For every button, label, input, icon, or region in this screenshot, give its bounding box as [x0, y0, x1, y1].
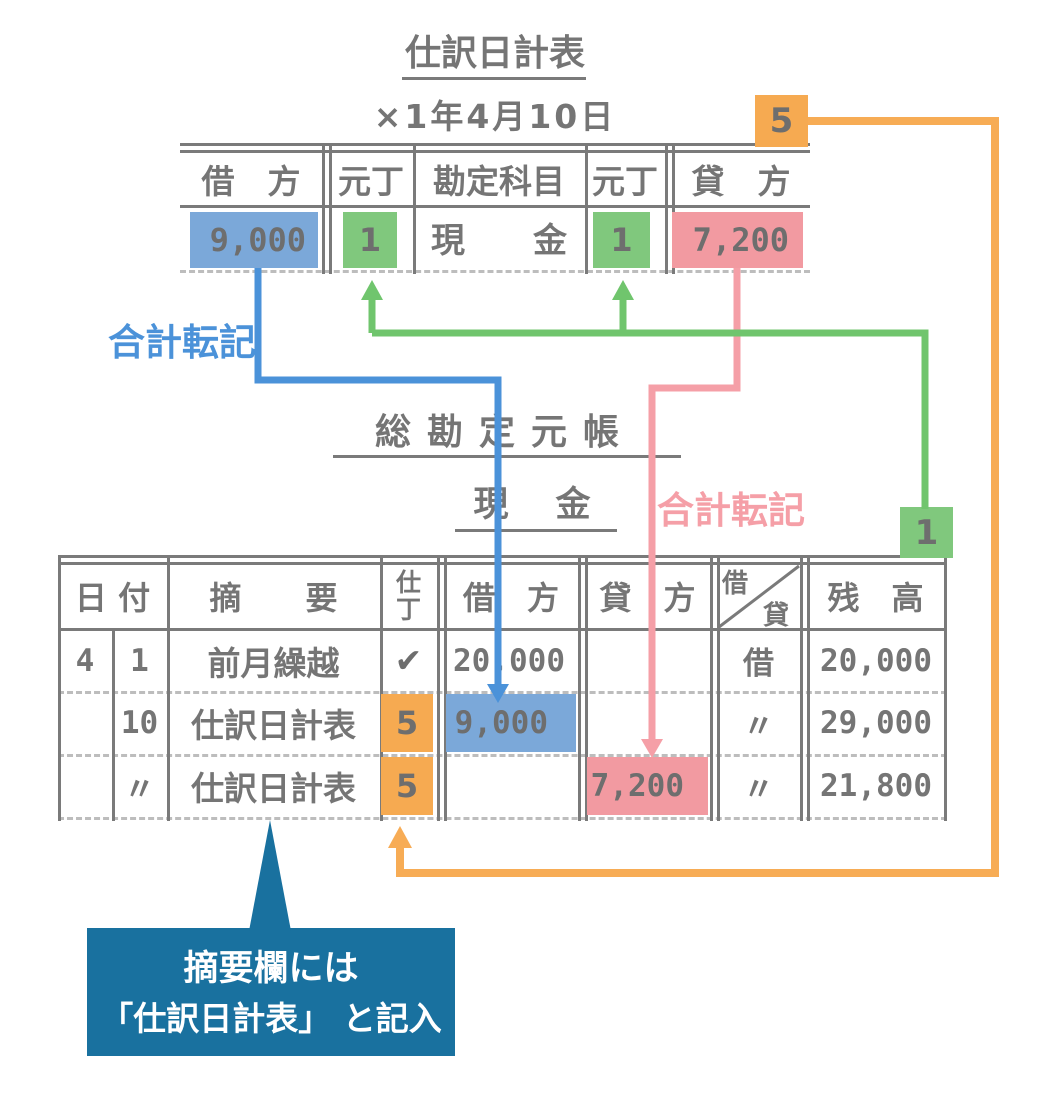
ledger-row-memo: 前月繰越	[207, 643, 340, 683]
journal-title-underline	[402, 77, 586, 80]
h-line	[58, 562, 947, 565]
ledger-row-ref-journal-page-cell: 5	[381, 757, 433, 815]
ledger-row-day: 〃	[124, 771, 155, 808]
h-line	[180, 143, 810, 146]
ledger-row-ref-journal-page-cell: 5	[381, 694, 433, 752]
ledger-row-dc: 〃	[743, 771, 774, 808]
v-line	[710, 555, 713, 821]
journal-page-badge: 5	[755, 95, 808, 147]
journal-date: ×1年4月10日	[373, 97, 617, 136]
h-line	[58, 555, 947, 558]
journal-header-account: 勘定科目	[433, 162, 565, 201]
ledger-ref-arrowhead-right	[612, 280, 634, 300]
memo-callout-box: 摘要欄には 「仕訳日計表」 と記入	[87, 928, 455, 1056]
ledger-title-underline	[333, 455, 681, 458]
journal-ref-right-cell: 1	[593, 212, 650, 268]
v-line	[329, 143, 332, 274]
ledger-row-day: 10	[120, 705, 159, 741]
ledger-header-debit: 借 方	[462, 579, 559, 617]
ledger-ref-arrowhead-left	[361, 280, 383, 300]
journal-ref-left-cell: 1	[343, 212, 397, 268]
journal-title: 仕訳日計表	[404, 33, 585, 74]
ledger-row-credit-posted-cell: 7,200	[587, 757, 708, 815]
ledger-row-ref-checkmark: ✔	[394, 641, 423, 680]
journal-header-debit: 借 方	[201, 162, 301, 201]
ledger-header-date: 日 付	[74, 579, 151, 617]
ledger-header-dc-debit: 借	[722, 569, 749, 599]
ledger-header-journal-ref-top: 仕	[395, 568, 421, 597]
ledger-row-debit: 20,000	[453, 642, 565, 679]
dashed-line	[180, 270, 810, 273]
journal-header-credit: 貸 方	[691, 162, 791, 201]
ledger-row-month: 4	[75, 642, 95, 679]
posting-label-debit: 合計転記	[108, 321, 256, 364]
ledger-header-credit: 貸 方	[599, 579, 696, 617]
v-line	[112, 630, 115, 821]
journal-header-ref-left: 元丁	[338, 162, 404, 201]
v-line	[167, 555, 170, 821]
journal-page-ref-arrowhead	[388, 826, 412, 848]
journal-header-ref-right: 元丁	[592, 162, 658, 201]
ledger-header-memo: 摘 要	[209, 579, 338, 617]
ledger-account-underline	[455, 529, 617, 532]
v-line	[944, 555, 947, 821]
v-line	[380, 555, 383, 821]
ledger-row-balance: 21,800	[820, 768, 932, 804]
v-line	[578, 555, 581, 821]
v-line	[665, 143, 668, 274]
ledger-header-journal-ref: 仕 丁	[380, 566, 437, 626]
ledger-row-dc: 借	[743, 646, 774, 682]
ledger-title: 総勘定元帳	[374, 412, 635, 453]
journal-credit-total-cell: 7,200	[672, 212, 803, 268]
v-line	[322, 143, 325, 274]
ledger-row-memo: 仕訳日計表	[191, 769, 356, 808]
ledger-row-balance: 29,000	[820, 705, 932, 741]
v-line	[437, 555, 440, 821]
v-line	[58, 555, 61, 821]
ledger-row-balance: 20,000	[820, 642, 932, 679]
memo-callout-line2: 「仕訳日計表」 と記入	[100, 999, 442, 1038]
ledger-page-badge: 1	[900, 507, 953, 558]
ledger-row-debit-posted-cell: 9,000	[446, 694, 576, 752]
ledger-header-balance: 残 高	[827, 579, 924, 617]
ledger-row-memo: 仕訳日計表	[191, 706, 356, 745]
ledger-row-day: 1	[130, 642, 149, 679]
ledger-header-dc-credit: 貸	[763, 601, 790, 631]
ledger-header-journal-ref-bottom: 丁	[395, 595, 421, 624]
journal-account-cell: 現 金	[431, 221, 567, 261]
posting-label-credit: 合計転記	[657, 489, 805, 532]
ledger-row-dc: 〃	[743, 708, 774, 745]
journal-debit-total-cell: 9,000	[190, 212, 318, 268]
dashed-line	[58, 817, 947, 820]
memo-callout-pointer	[249, 820, 291, 931]
v-line	[800, 555, 803, 821]
memo-callout-line1: 摘要欄には	[183, 949, 359, 989]
ledger-account-title: 現 金	[473, 484, 597, 525]
